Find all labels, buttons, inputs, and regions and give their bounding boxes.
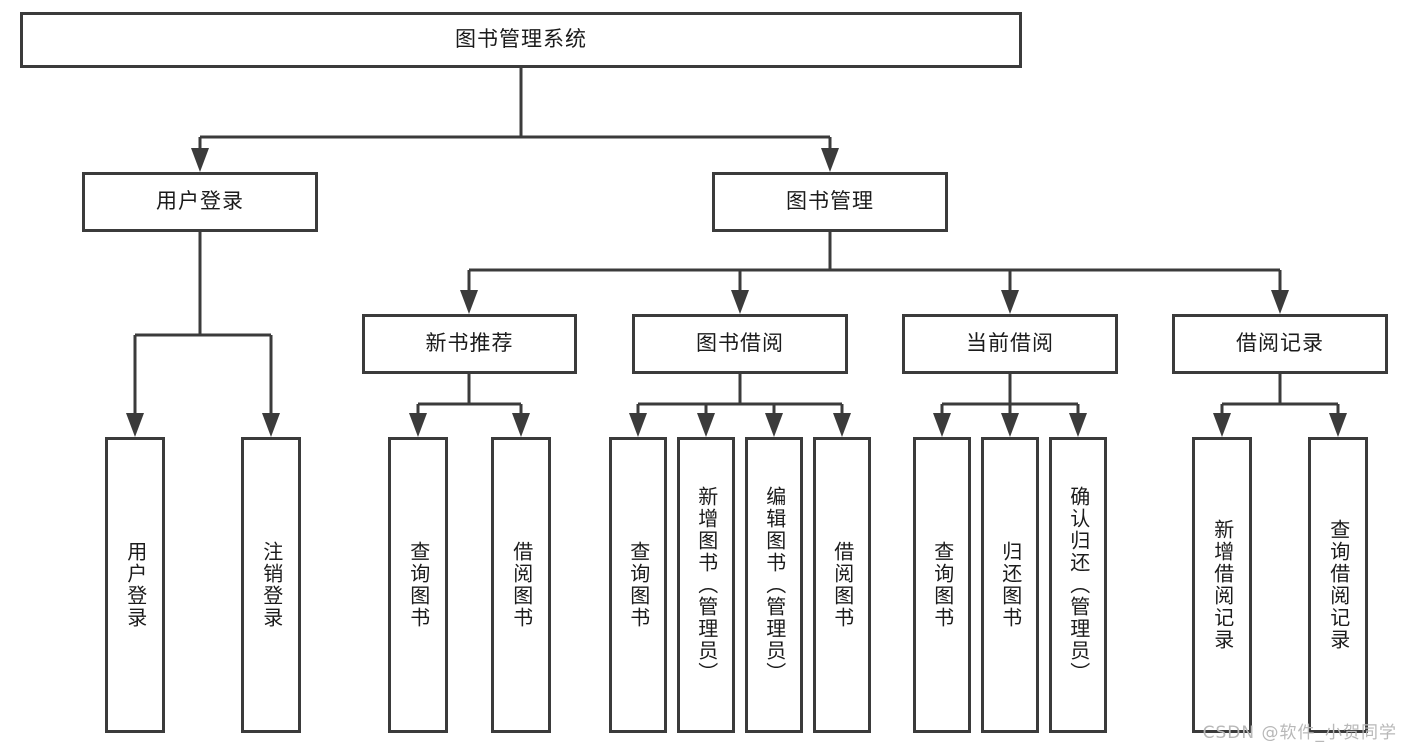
node-root-system[interactable]: 图书管理系统 [20,12,1022,68]
leaf-borrow-borrow-book[interactable]: 借阅图书 [813,437,871,733]
node-new-book-recommend[interactable]: 新书推荐 [362,314,577,374]
node-label: 新书推荐 [425,331,514,356]
leaf-user-login[interactable]: 用户登录 [105,437,165,733]
node-label: 图书管理 [786,189,874,214]
node-label: 新增图书（管理员） [694,486,719,684]
node-user-login[interactable]: 用户登录 [82,172,318,232]
node-current-borrow[interactable]: 当前借阅 [902,314,1118,374]
leaf-user-logout[interactable]: 注销登录 [241,437,301,733]
node-label: 注销登录 [259,541,284,629]
node-label: 借阅图书 [509,541,534,629]
node-label: 当前借阅 [966,331,1054,356]
node-label: 图书管理系统 [455,27,587,52]
node-label: 查询图书 [406,541,431,629]
node-label: 归还图书 [998,541,1023,629]
leaf-record-query-record[interactable]: 查询借阅记录 [1308,437,1368,733]
csdn-watermark: CSDN @软件_小贺同学 [1202,723,1397,743]
node-label: 查询图书 [930,541,955,629]
leaf-recommend-borrow-book[interactable]: 借阅图书 [491,437,551,733]
leaf-record-add-record[interactable]: 新增借阅记录 [1192,437,1252,733]
node-label: 确认归还（管理员） [1066,486,1091,684]
node-borrow-record[interactable]: 借阅记录 [1172,314,1388,374]
node-label: 用户登录 [156,189,244,214]
node-label: 借阅记录 [1236,331,1324,356]
node-label: 查询借阅记录 [1326,519,1351,651]
node-label: 编辑图书（管理员） [762,486,787,684]
node-label: 用户登录 [123,541,148,629]
node-label: 借阅图书 [830,541,855,629]
node-label: 新增借阅记录 [1210,519,1235,651]
node-book-borrow[interactable]: 图书借阅 [632,314,848,374]
leaf-recommend-query-book[interactable]: 查询图书 [388,437,448,733]
node-label: 图书借阅 [696,331,784,356]
leaf-current-return-book[interactable]: 归还图书 [981,437,1039,733]
node-book-management[interactable]: 图书管理 [712,172,948,232]
node-label: 查询图书 [626,541,651,629]
leaf-current-query-book[interactable]: 查询图书 [913,437,971,733]
leaf-current-confirm-return-admin[interactable]: 确认归还（管理员） [1049,437,1107,733]
leaf-borrow-edit-book-admin[interactable]: 编辑图书（管理员） [745,437,803,733]
leaf-borrow-query-book[interactable]: 查询图书 [609,437,667,733]
leaf-borrow-add-book-admin[interactable]: 新增图书（管理员） [677,437,735,733]
